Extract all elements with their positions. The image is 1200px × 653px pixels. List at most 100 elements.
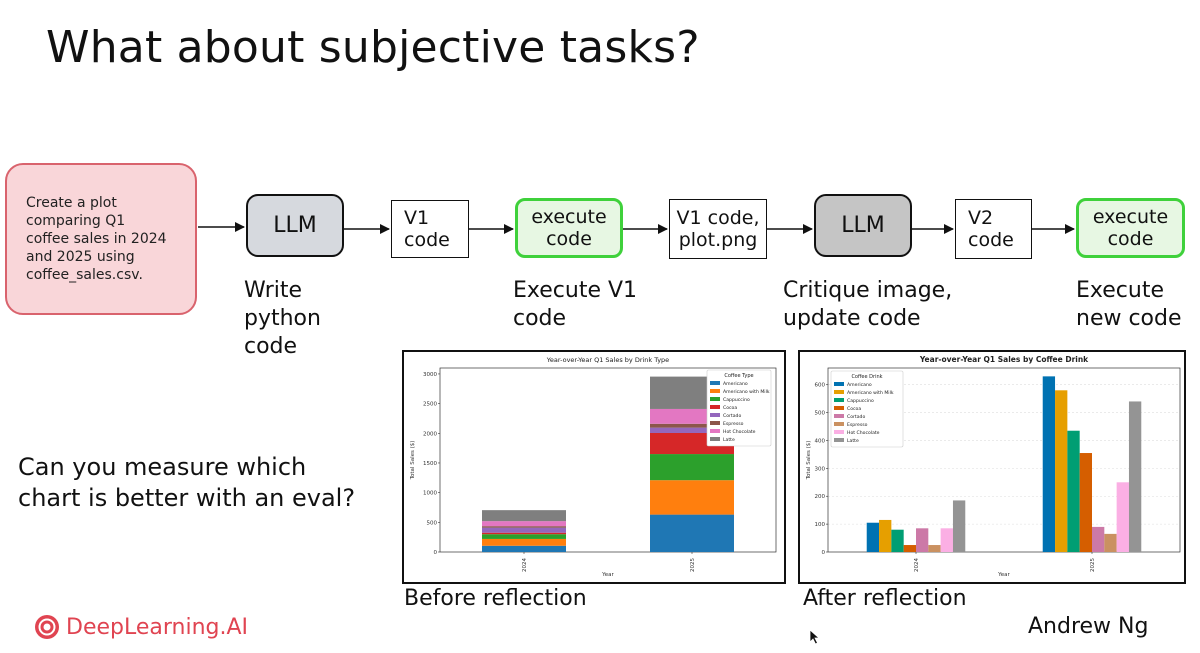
bar-segment [482,534,566,539]
legend-swatch [834,398,844,402]
chart-title: Year-over-Year Q1 Sales by Coffee Drink [919,355,1089,364]
prompt-line: comparing Q1 [26,213,126,229]
bar [1042,376,1056,552]
step-line: new code [1076,306,1182,331]
x-tick-label: 2025 [1090,558,1096,572]
bar-segment [482,527,566,533]
y-tick-label: 500 [815,411,826,417]
bar-segment [650,423,734,428]
step-line: python [244,306,321,331]
box-line: plot.png [678,229,758,251]
llm-box-write: LLM [246,194,344,257]
bar [952,500,966,552]
legend-box [830,370,904,448]
legend-swatch [710,381,720,385]
legend-swatch [834,406,844,410]
legend-label: Cappuccino [723,397,750,403]
x-tick-label: 2025 [690,558,696,572]
box-line: code [404,229,450,251]
y-tick-label: 2000 [423,431,437,437]
legend-swatch [710,437,720,441]
box-line: V1 code, [676,207,760,229]
legend-label: Cocoa [723,405,737,411]
legend-label: Cortado [723,413,741,419]
y-axis-label: Total Sales ($) [806,441,812,481]
bar-segment [482,532,566,535]
mouse-cursor-icon [809,629,821,645]
x-tick-label: 2024 [522,558,528,572]
chart-after-frame: Year-over-Year Q1 Sales by Coffee Drink 0… [798,350,1186,584]
legend-swatch [710,429,720,433]
bar-segment [482,510,566,522]
legend-swatch [834,382,844,386]
bar-segment [650,514,734,552]
box-line: code [546,228,592,250]
y-tick-label: 600 [815,383,826,389]
step-label-execute-v1: Execute V1 code [513,277,637,333]
box-line: execute [531,206,607,228]
question-line: Can you measure which [18,453,307,481]
legend-label: Hot Chocolate [723,429,756,435]
legend-label: Espresso [847,422,868,428]
chart-after: Year-over-Year Q1 Sales by Coffee Drink 0… [806,355,1181,578]
legend-swatch [834,422,844,426]
x-tick-label: 2024 [914,558,920,572]
bar [891,529,904,552]
bar [1104,533,1117,552]
bar-segment [482,521,566,527]
author-name: Andrew Ng [1028,614,1149,639]
legend-label: Hot Chocolate [847,430,880,436]
bar [866,522,880,552]
prompt-line: and 2025 using [26,249,135,265]
bar-segment [650,480,734,515]
bar [879,519,892,552]
step-label-execute-new: Execute new code [1076,277,1182,333]
plot-area [827,367,1181,553]
bar-segment [650,427,734,433]
v2-code-box: V2 code [955,199,1032,259]
box-line: code [1107,228,1154,250]
step-label-critique: Critique image, update code [783,277,952,333]
prompt-line: Create a plot [26,195,117,211]
prompt-line: coffee_sales.csv. [26,267,143,283]
bar [1067,430,1080,552]
bar [1079,453,1092,552]
y-tick-label: 1500 [423,461,437,467]
box-line: V1 [404,207,430,229]
legend-label: Espresso [723,421,744,427]
box-line: code [968,229,1014,251]
bar-segment [482,545,566,552]
eval-question: Can you measure which chart is better wi… [18,452,355,514]
y-tick-label: 500 [427,520,438,526]
step-label-write: Write python code [244,277,321,361]
bar [1128,401,1142,552]
step-line: Execute [1076,278,1164,303]
step-line: Write [244,278,303,303]
legend-swatch [834,430,844,434]
legend-swatch [834,390,844,394]
prompt-box: Create a plot comparing Q1 coffee sales … [5,163,197,315]
bar-segment [650,454,734,481]
box-line: V2 [968,207,994,229]
y-tick-label: 0 [822,550,826,556]
y-tick-label: 100 [815,522,826,528]
y-tick-label: 400 [815,438,826,444]
bar [903,545,916,552]
prompt-line: coffee sales in 2024 [26,231,167,247]
llm-label: LLM [273,212,317,238]
legend-title: Coffee Type [724,373,753,379]
step-line: update code [783,306,921,331]
legend-title: Coffee Drink [851,374,882,380]
bar [928,545,941,552]
y-axis-label: Total Sales ($) [410,441,416,481]
legend-swatch [834,438,844,442]
plot-area [439,367,777,553]
legend-label: Cortado [847,414,865,420]
legend-swatch [710,413,720,417]
step-line: Execute V1 [513,278,638,303]
step-line: code [244,334,298,359]
y-tick-label: 0 [434,550,438,556]
y-tick-label: 2500 [423,402,437,408]
legend-swatch [834,414,844,418]
bar [1055,390,1068,552]
